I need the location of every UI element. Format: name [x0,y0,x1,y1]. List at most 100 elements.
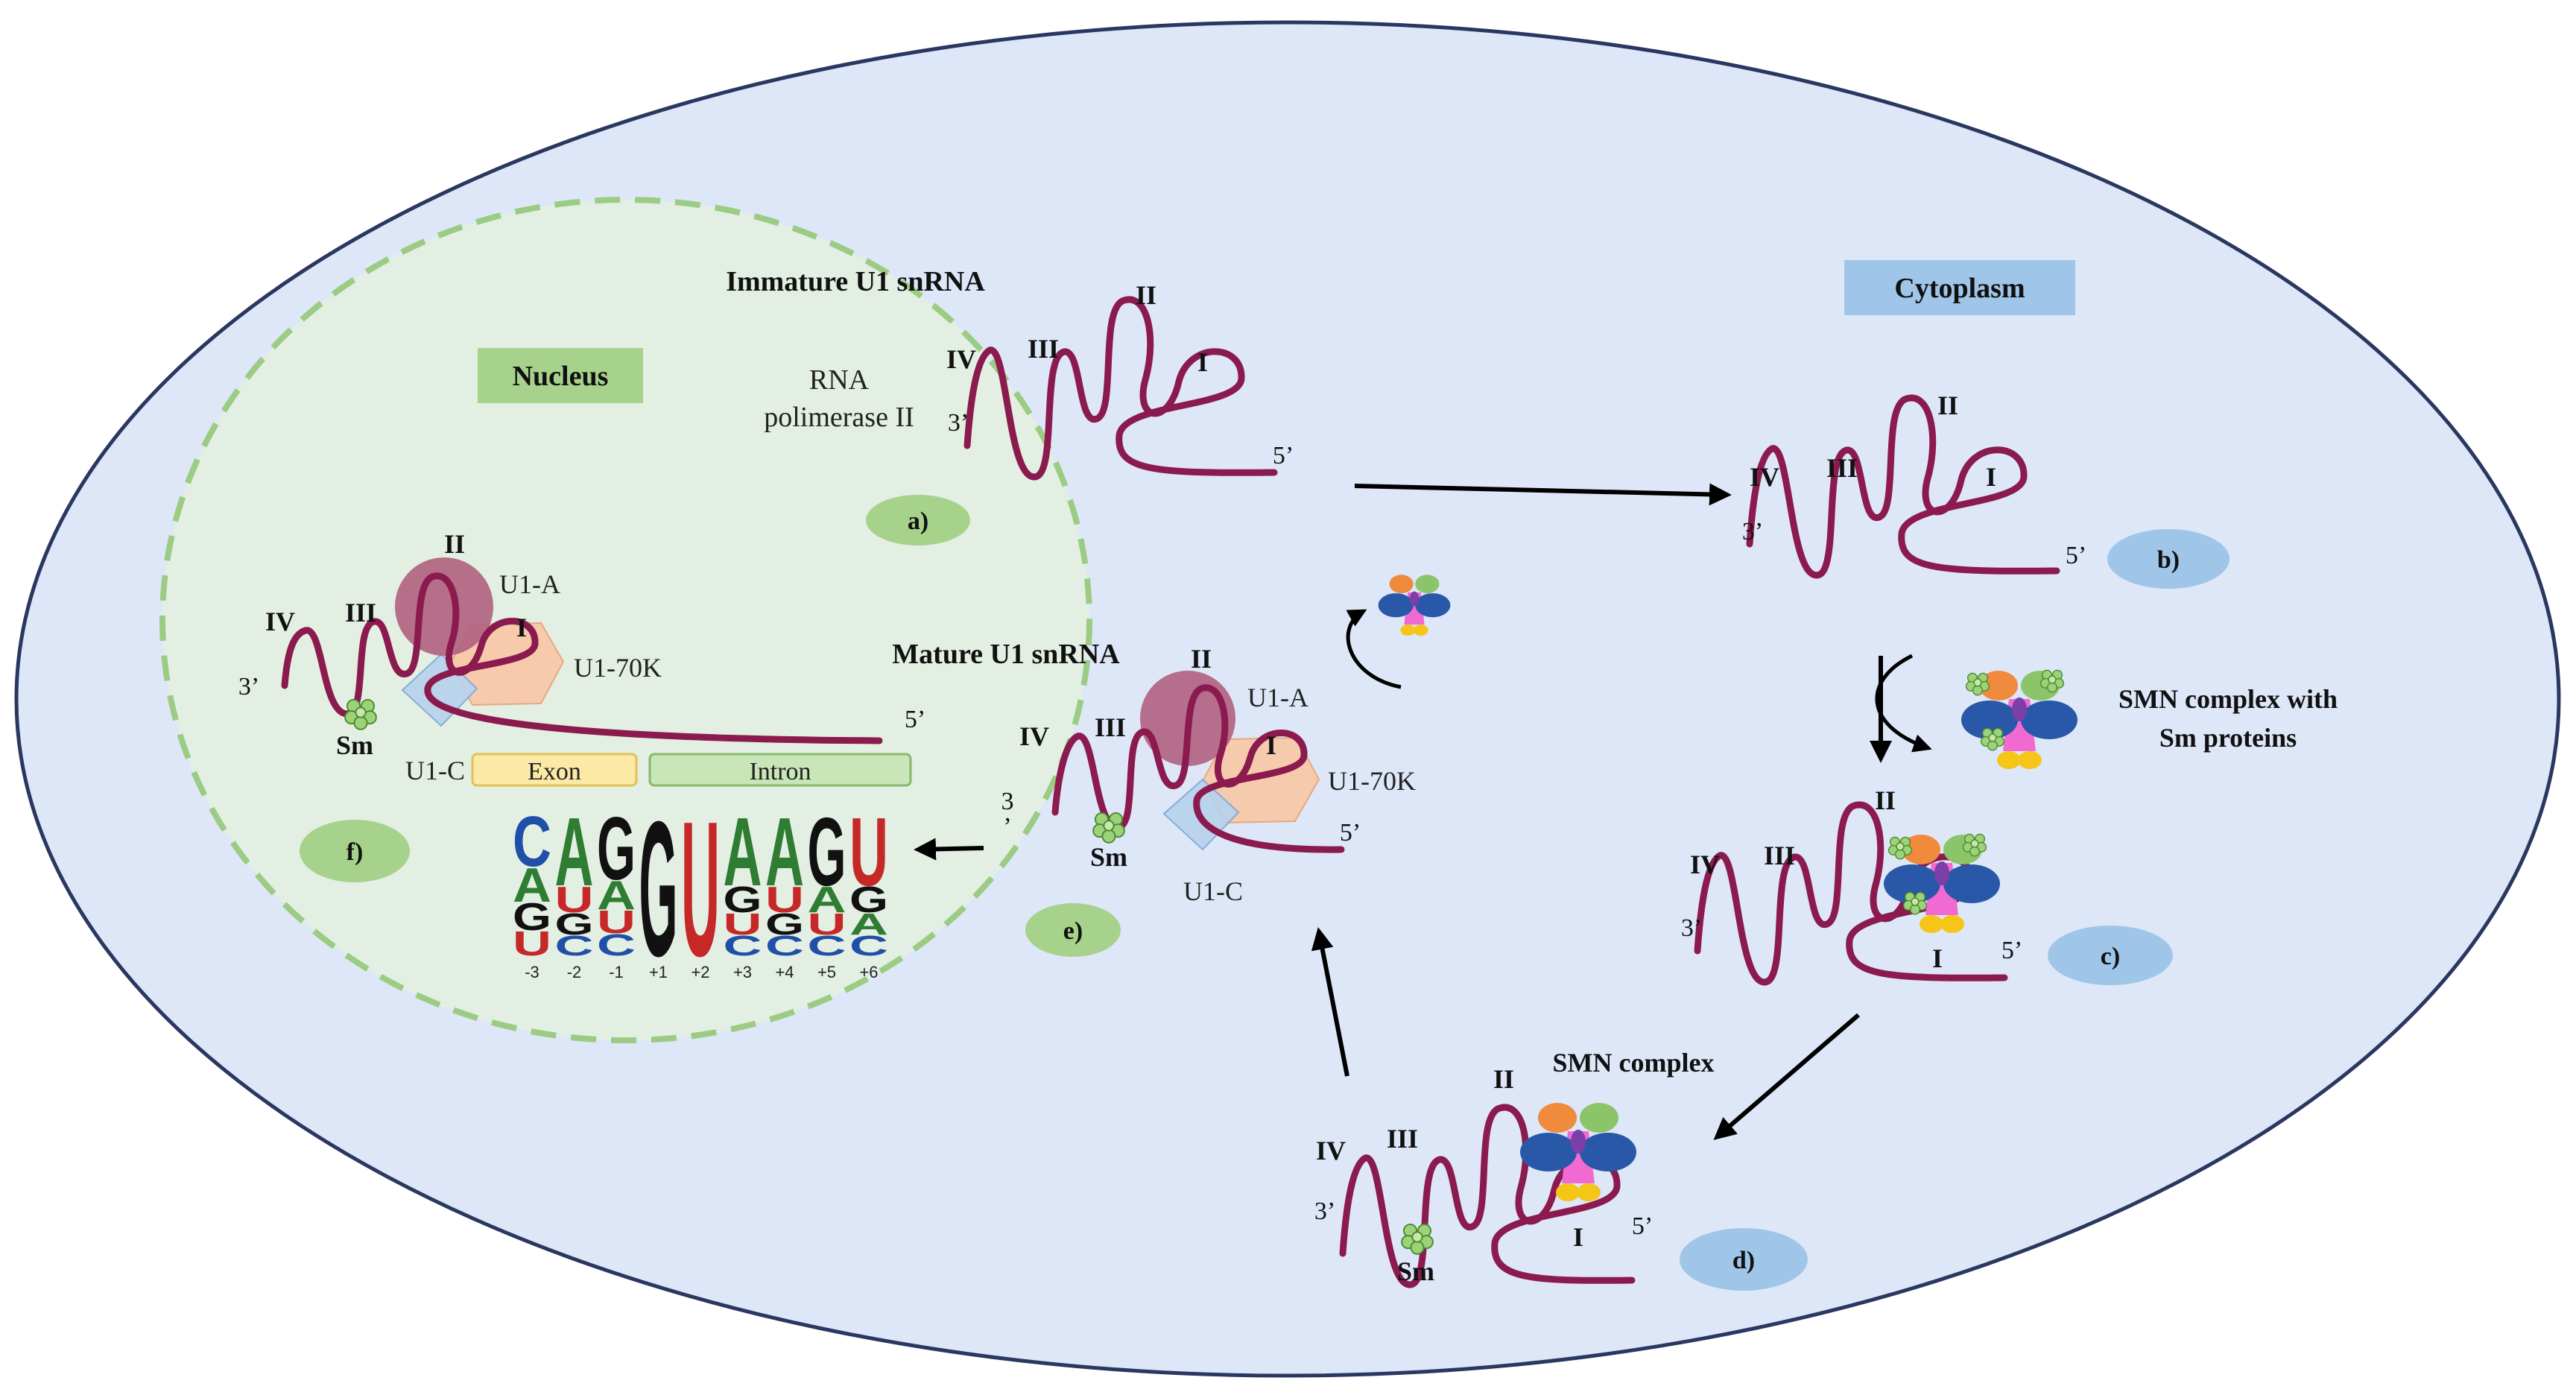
logo-letter-u: U [513,924,551,963]
smn-complex-label: SMN complex [1553,1048,1715,1078]
a-stem-IV: IV [946,344,976,374]
logo-position-label: -3 [525,963,539,981]
e-u1-a-label: U1-A [1247,683,1308,712]
logo-position-label: -2 [567,963,582,981]
nucleus-label-box [478,348,643,403]
d-rna-strand [1339,1104,1636,1288]
e-u1-70k-label: U1-70K [1328,766,1416,796]
a-end-5: 5’ [1273,442,1294,469]
d-sm-label: Sm [1397,1256,1434,1286]
b-end-5: 5’ [2066,542,2086,569]
logo-letter-g: G [555,907,594,941]
logo-position-label: +6 [859,963,878,981]
step-c-badge [2048,926,2173,985]
logo-position-label: +1 [649,963,668,981]
step-a-badge [866,495,970,545]
f-u1-c-label: U1-C [405,756,465,785]
e-sm-label: Sm [1090,842,1127,872]
e-end-5: 5’ [1340,819,1361,847]
logo-letter-g: G [849,880,888,920]
f-u1-a-label: U1-A [499,569,560,599]
logo-letter-a: A [597,873,636,918]
logo-letter-a: A [513,858,551,912]
intron-box [648,753,912,787]
smn-sm-label-1: SMN complex with [2118,684,2338,714]
arrow-d-to-e [1311,927,1349,1077]
f-end-3: 3’ [238,673,259,700]
a-end-3: 3’ [948,409,969,437]
arrow-e-to-f [914,838,984,861]
logo-letter-c: C [597,928,636,962]
logo-letter-c: C [808,931,846,962]
nucleus-label: Nucleus [513,361,609,392]
b-stem-II: II [1937,390,1958,420]
e-stem-II: II [1191,644,1212,674]
logo-letter-u: U [724,907,762,941]
logo-letter-u: U [765,880,804,920]
logo-letter-u: U [597,905,636,940]
c-end-5: 5’ [2001,937,2022,964]
logo-letter-g: G [513,895,551,938]
d-stem-I: I [1573,1222,1583,1252]
logo-position-label: +5 [817,963,836,981]
logo-letter-g: G [724,880,762,920]
logo-letter-u: U [808,907,846,941]
step-e-badge [1025,903,1121,957]
f-end-5: 5’ [905,706,925,733]
arrow-a-to-b [1354,483,1732,506]
f-stem-III: III [345,598,376,627]
b-rna-strand [1746,394,2060,579]
step-f-label: f) [346,838,364,866]
step-d-badge [1680,1228,1808,1291]
step-f-badge [300,820,410,882]
logo-letter-c: C [849,931,888,962]
exon-box [471,753,638,787]
c-stem-III: III [1764,841,1795,870]
d-stem-III: III [1387,1124,1418,1154]
logo-letter-g: G [765,907,804,941]
a-stem-III: III [1028,334,1059,364]
step-b-label: b) [2157,546,2180,574]
step-e-label: e) [1063,917,1083,945]
logo-position-label: +3 [733,963,752,981]
c-end-3: 3’ [1681,914,1702,942]
step-c-label: c) [2101,943,2120,970]
f-stem-II: II [444,529,465,559]
immature-rna-strand [963,296,1278,481]
logo-letter-a: A [555,797,594,906]
logo-position-label: +4 [775,963,794,981]
logo-position-label: +2 [691,963,709,981]
logo-letter-g: G [639,781,678,996]
e-u1-c-label: U1-C [1183,876,1243,906]
logo-position-label: -1 [609,963,624,981]
d-end-3: 3’ [1314,1198,1335,1225]
rna-pol-label-2: polimerase II [764,402,914,433]
c-stem-II: II [1875,785,1896,815]
logo-letter-a: A [849,907,888,941]
d-end-5: 5’ [1632,1212,1653,1240]
e-end-3-top: 3 [1001,788,1014,815]
immature-title: Immature U1 snRNA [726,266,985,297]
c-stem-IV: IV [1690,850,1720,879]
b-stem-I: I [1986,462,1996,492]
logo-letter-c: C [765,931,804,962]
d-stem-IV: IV [1316,1136,1346,1165]
step-a-label: a) [908,507,928,535]
arrow-c-to-d [1713,1013,1860,1140]
logo-letter-c: C [555,931,594,962]
c-stem-I: I [1932,943,1943,973]
step-b-badge [2107,529,2230,589]
a-stem-I: I [1197,347,1208,377]
mature-title: Mature U1 snRNA [892,639,1120,670]
f-stem-I: I [516,613,527,642]
a-stem-II: II [1136,280,1156,310]
rna-pol-label-1: RNA [809,364,870,396]
logo-letter-a: A [765,797,804,906]
e-stem-IV: IV [1019,721,1049,751]
f-u1-70k-label: U1-70K [574,653,662,683]
step-d-label: d) [1732,1247,1755,1274]
logo-letter-a: A [724,797,762,906]
logo-letter-c: C [724,931,762,962]
